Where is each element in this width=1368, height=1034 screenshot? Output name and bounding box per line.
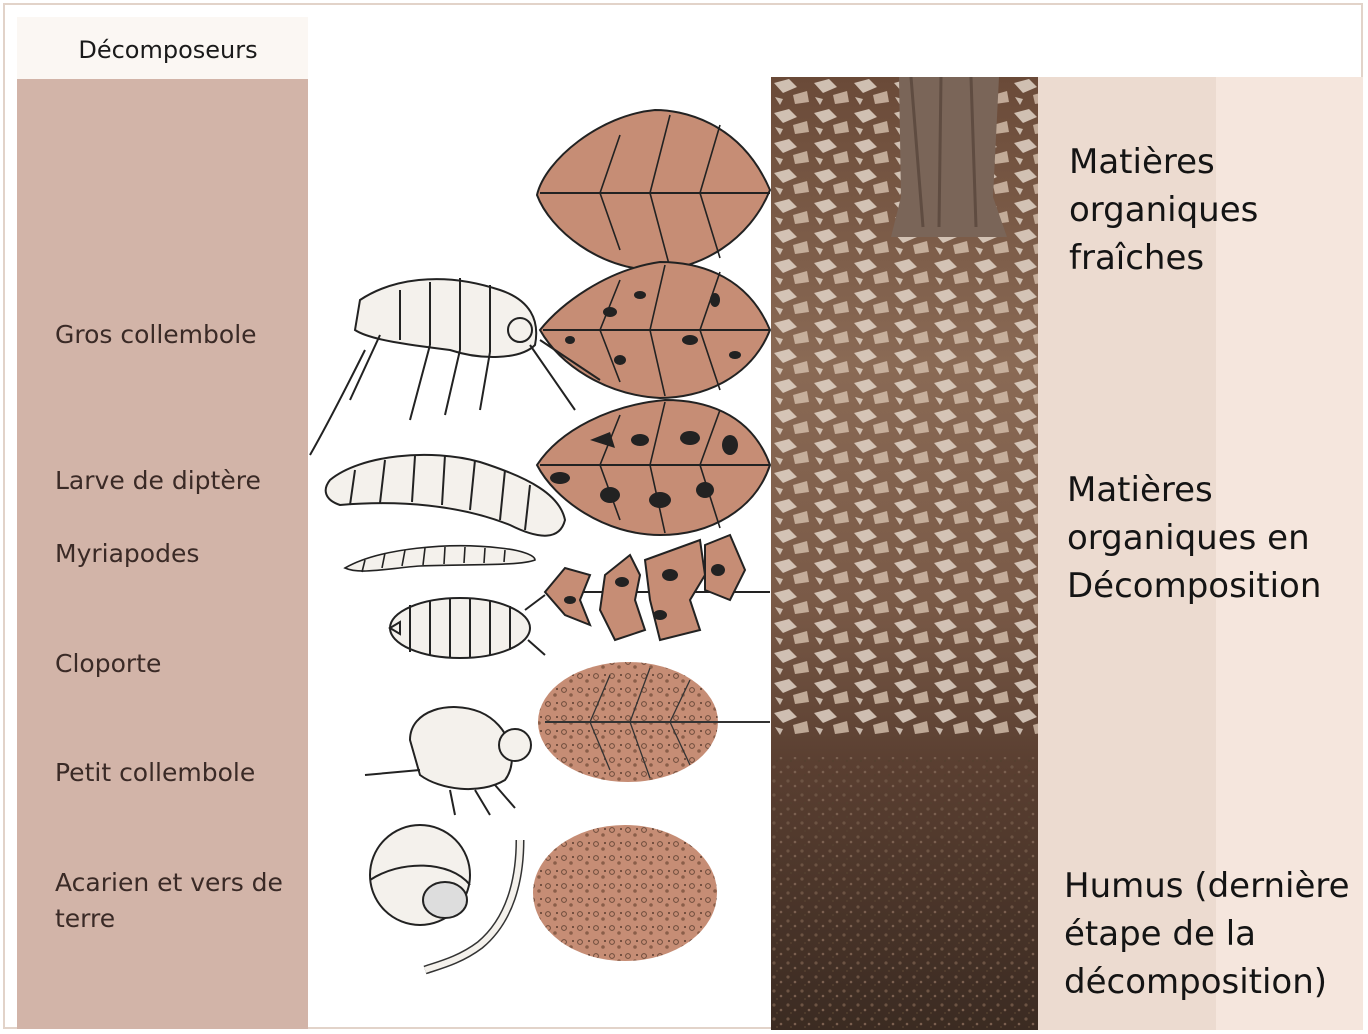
fly-larva xyxy=(326,455,565,536)
leaf-fragmented xyxy=(545,535,770,640)
millipede xyxy=(345,546,535,572)
small-springtail xyxy=(365,707,531,815)
mite xyxy=(370,825,470,925)
large-springtail xyxy=(310,278,600,455)
leaf-skeleton xyxy=(538,662,770,782)
woodlouse xyxy=(390,595,545,658)
leaf-spotted-1 xyxy=(540,262,770,398)
leaf-fresh xyxy=(537,110,770,270)
leaf-decomposed xyxy=(533,825,717,961)
leaf-spotted-2 xyxy=(537,400,770,535)
